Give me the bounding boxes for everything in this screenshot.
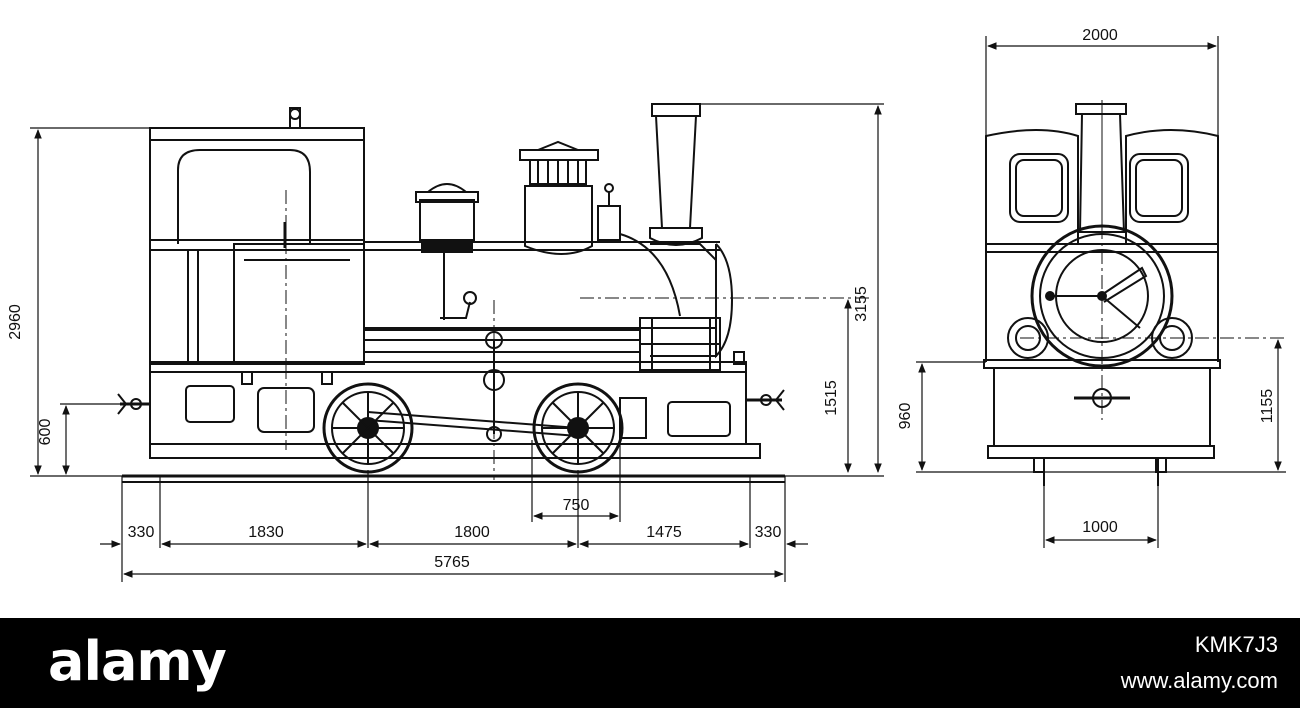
buffer-front [746, 389, 785, 411]
dim-overhang-front: 330 [755, 524, 782, 541]
dim-axle-to-buffer: 1475 [646, 524, 682, 541]
front-wheel [532, 382, 624, 474]
dim-height-chimney: 3155 [853, 286, 870, 322]
side-view [117, 103, 870, 483]
dim-overhang-rear: 330 [128, 524, 155, 541]
locomotive-drawing: 2960 600 3155 1515 750 330 1830 1800 147… [7, 27, 1286, 582]
steam-dome [519, 140, 599, 255]
whistle [597, 183, 681, 317]
dim-height-cab: 2960 [7, 304, 24, 340]
dim-length-overall: 5765 [434, 554, 470, 571]
front-view [983, 100, 1286, 486]
front-dimension-lines [916, 36, 1286, 548]
chimney [649, 103, 703, 246]
front-chimney [1075, 103, 1127, 233]
alamy-logo: alamy [48, 630, 227, 693]
dim-height-buffer: 600 [37, 419, 54, 446]
dim-wheelbase: 1800 [454, 524, 490, 541]
dim-front-gauge: 1000 [1082, 519, 1118, 536]
dim-front-axis-height: 1155 [1259, 389, 1276, 424]
front-centre-lines [1020, 100, 1286, 420]
centre-lines [285, 190, 870, 480]
front-window-left [1009, 153, 1069, 223]
image-id-label: KMK7J3 [1194, 632, 1278, 657]
frame [149, 351, 761, 459]
dim-front-width: 2000 [1082, 27, 1118, 44]
site-url-label: www.alamy.com [1120, 668, 1278, 693]
dim-cab-to-axle: 1830 [248, 524, 284, 541]
dim-wheel-diameter: 750 [563, 497, 590, 514]
side-dimension-lines [30, 103, 884, 582]
watermark-banner: alamy KMK7J3 www.alamy.com [0, 618, 1300, 708]
buffer-rear [117, 393, 150, 415]
dim-height-boiler-axis: 1515 [823, 380, 840, 416]
rear-wheel [322, 382, 414, 474]
dim-front-platform-height: 960 [897, 403, 914, 430]
front-cab [985, 129, 1219, 362]
front-window-right [1129, 153, 1189, 223]
sand-dome [415, 183, 479, 253]
cab [149, 107, 365, 365]
